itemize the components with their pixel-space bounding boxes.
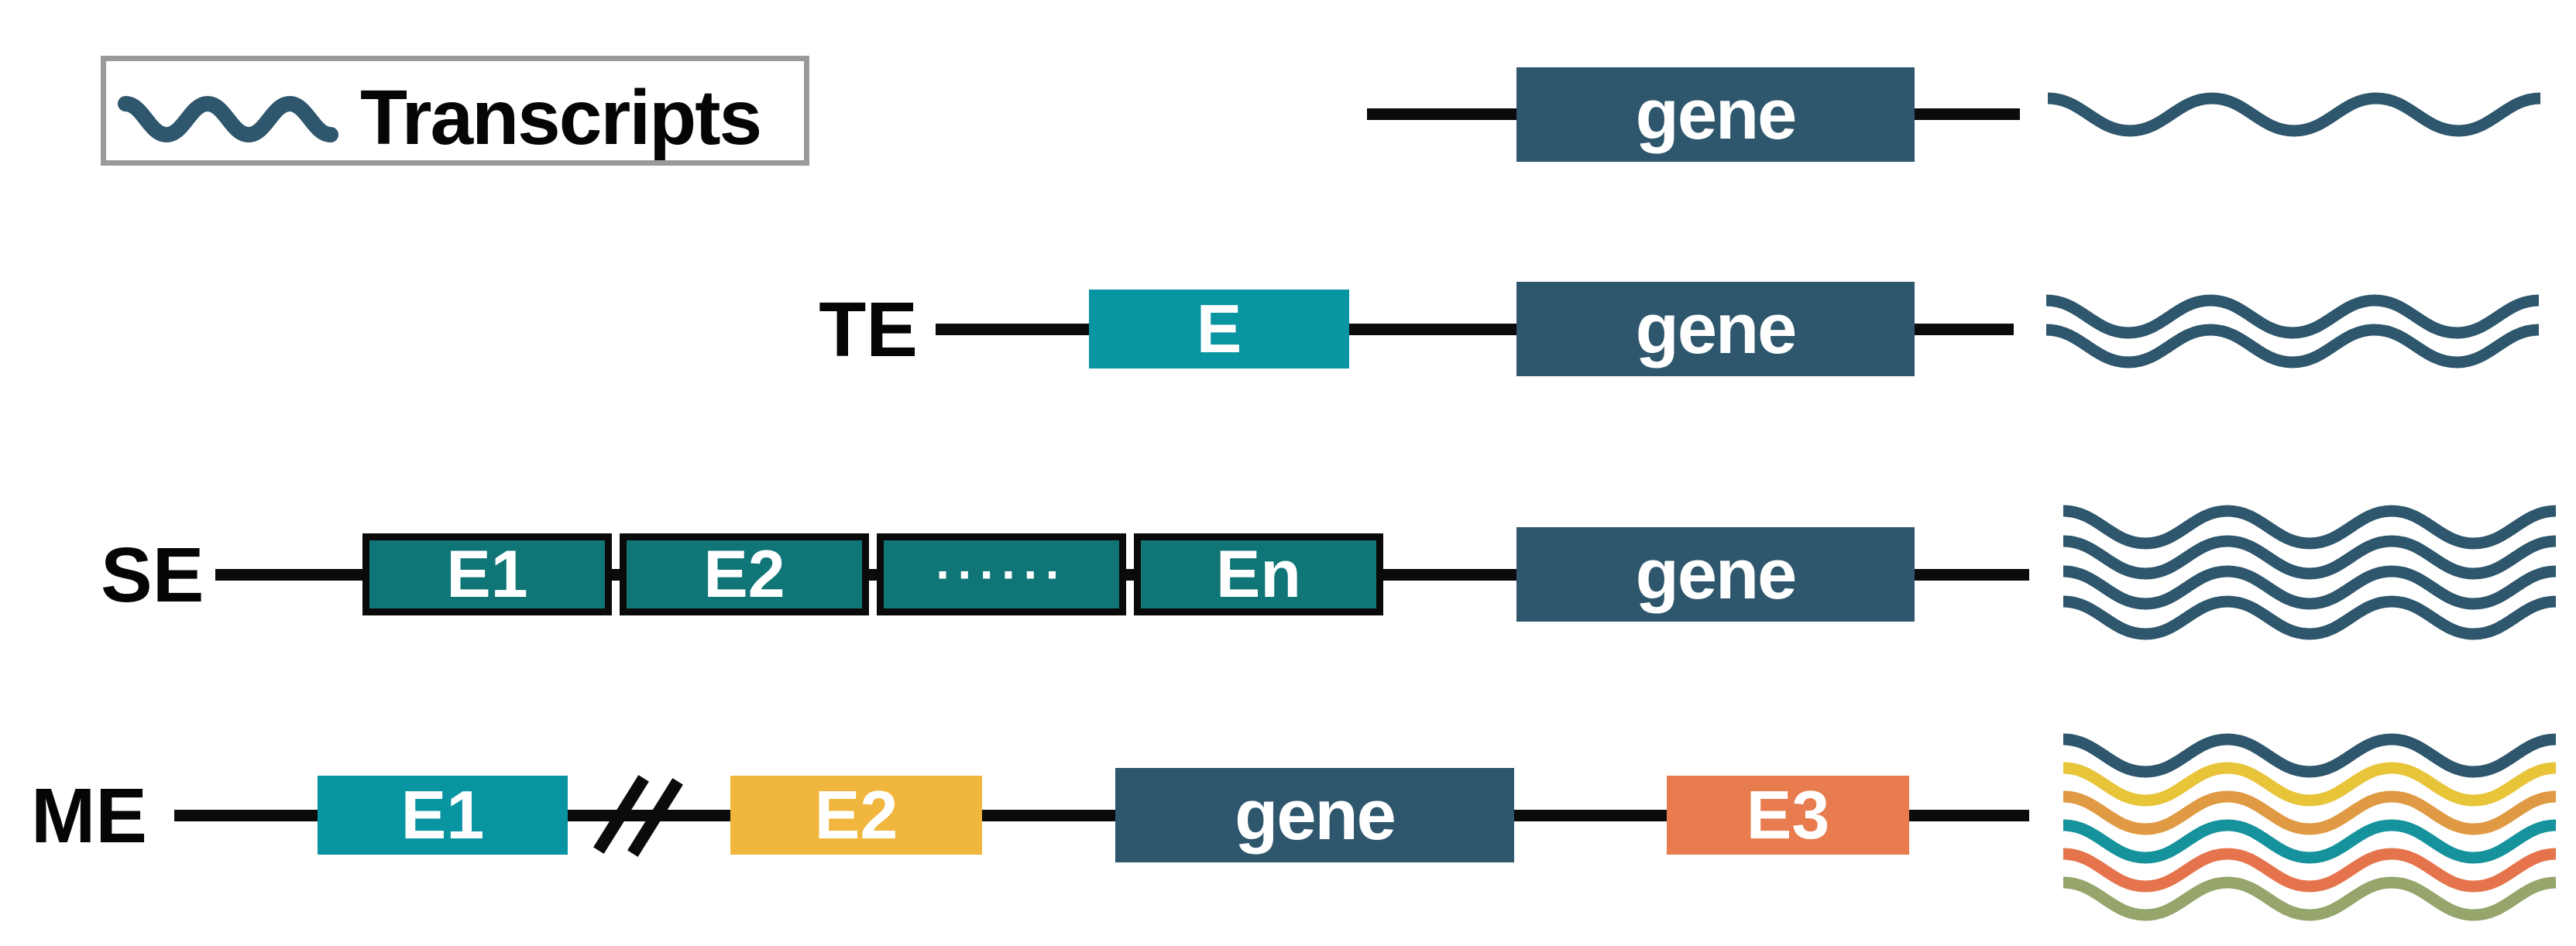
enhancer-label: E2	[814, 776, 898, 853]
enhancer-box-e2-se: E2	[620, 533, 869, 615]
gene-label: gene	[1235, 775, 1396, 855]
dna-line-row4	[174, 810, 2029, 821]
transcript-wave-icon	[124, 94, 331, 144]
transcripts-row4	[2062, 731, 2557, 924]
enhancer-label: E1	[446, 536, 528, 612]
enhancer-box-e: E	[1089, 290, 1349, 368]
gene-box-row4: gene	[1115, 768, 1514, 862]
enhancer-box-ellipsis-se: ······	[877, 533, 1126, 615]
transcript-wave	[2063, 739, 2556, 772]
enhancer-label: E2	[703, 536, 785, 612]
enhancer-box-e2-me: E2	[730, 776, 982, 855]
enhancer-label: En	[1216, 536, 1301, 612]
transcript-wave	[2048, 98, 2540, 131]
gene-label: gene	[1635, 289, 1798, 368]
gene-box-row3: gene	[1516, 527, 1915, 622]
enhancer-box-e1-me: E1	[318, 776, 568, 855]
row-label-se: SE	[101, 532, 204, 619]
legend-label: Transcripts	[360, 74, 762, 161]
enhancer-label: E1	[400, 776, 485, 853]
gene-box-row1: gene	[1516, 67, 1915, 162]
enhancer-box-en-se: En	[1134, 533, 1383, 615]
enhancer-box-e3-me: E3	[1667, 776, 1909, 855]
enhancer-label: E	[1196, 290, 1242, 367]
transcript-wave	[2046, 300, 2539, 333]
gene-label: gene	[1635, 534, 1798, 614]
row-label-te: TE	[819, 286, 918, 373]
enhancer-box-e1-se: E1	[362, 533, 612, 615]
transcript-wave	[2063, 511, 2556, 543]
legend-wave	[125, 104, 331, 135]
transcripts-row1	[2046, 90, 2542, 139]
row-label-me: ME	[31, 773, 147, 859]
transcripts-row3	[2062, 502, 2557, 643]
gene-label: gene	[1635, 74, 1798, 154]
gene-box-row2: gene	[1516, 282, 1915, 376]
ellipsis-label: ······	[936, 547, 1067, 602]
transcripts-row2	[2045, 292, 2540, 371]
enhancer-label: E3	[1746, 776, 1830, 853]
